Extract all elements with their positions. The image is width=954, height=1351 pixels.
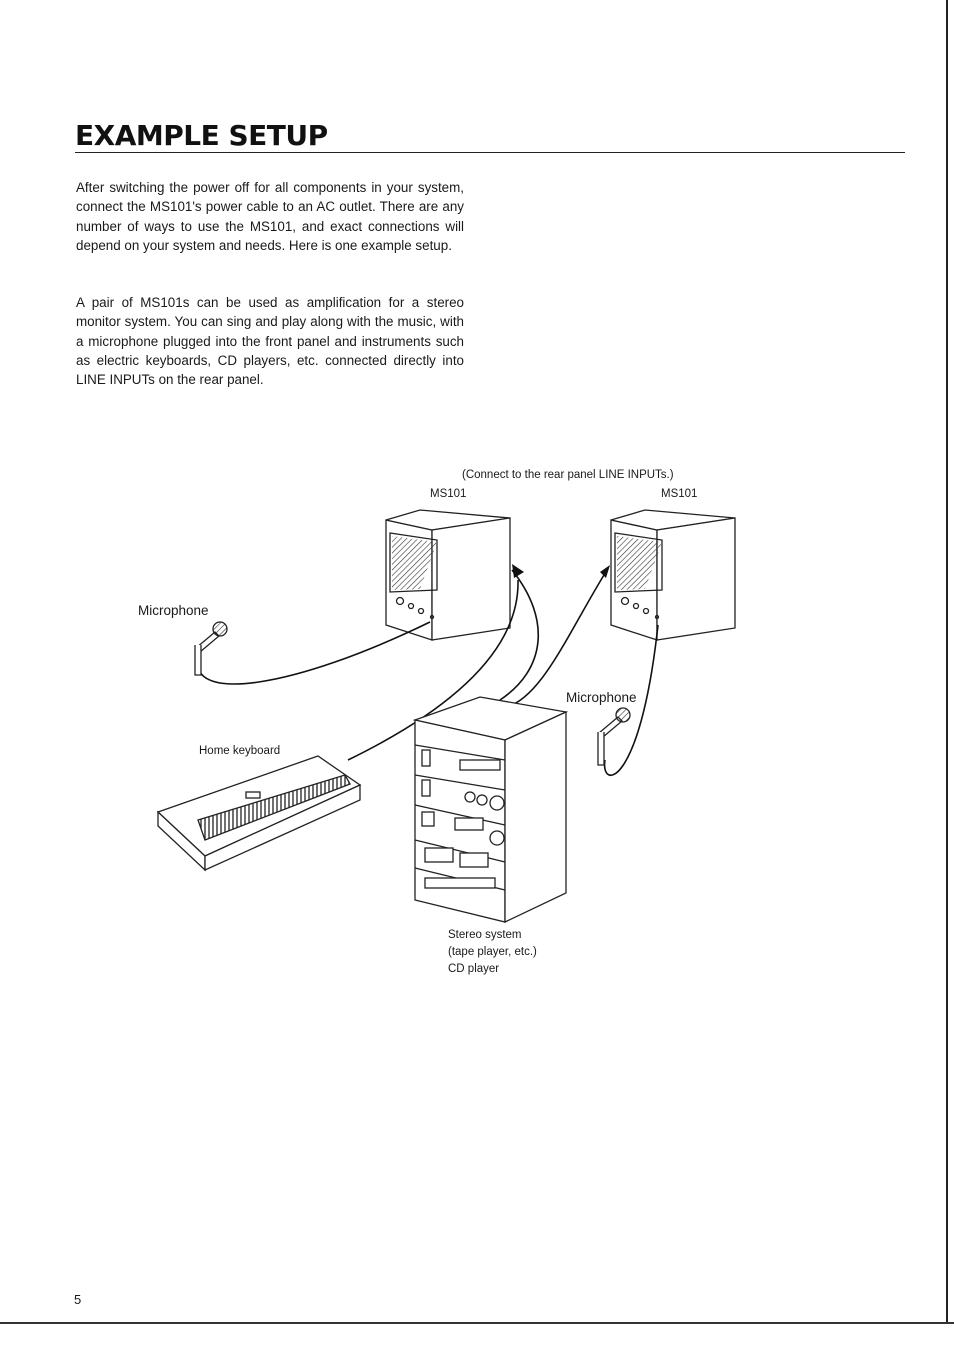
stereo-caption-line: CD player <box>448 963 500 975</box>
bottom-rule <box>0 1322 954 1324</box>
stereo-caption-line: (tape player, etc.) <box>448 946 537 958</box>
page-number: 5 <box>74 1292 82 1307</box>
line-inputs-note: (Connect to the rear panel LINE INPUTs.) <box>462 469 674 481</box>
microphone-right <box>597 707 631 766</box>
microphone-left <box>194 621 228 676</box>
intro-paragraph: After switching the power off for all co… <box>76 180 464 253</box>
title-rule <box>75 152 905 153</box>
page-edge <box>946 0 948 1322</box>
microphone-left-label: Microphone <box>138 603 209 618</box>
keyboard <box>156 755 362 872</box>
speaker-right <box>610 509 736 641</box>
speaker-right-label: MS101 <box>661 488 698 500</box>
page-title: EXAMPLE SETUP <box>75 119 328 152</box>
stereo-caption: Stereo system (tape player, etc.) CD pla… <box>448 927 537 978</box>
stereo-caption-line: Stereo system <box>448 929 522 941</box>
speaker-left <box>385 509 511 641</box>
stereo-stack <box>412 696 569 924</box>
cables <box>197 569 659 777</box>
keyboard-label: Home keyboard <box>199 745 281 757</box>
speaker-left-label: MS101 <box>430 488 467 500</box>
microphone-right-label: Microphone <box>566 690 637 705</box>
setup-paragraph: A pair of MS101s can be used as amplific… <box>76 295 464 388</box>
cable-arrows <box>512 564 610 578</box>
